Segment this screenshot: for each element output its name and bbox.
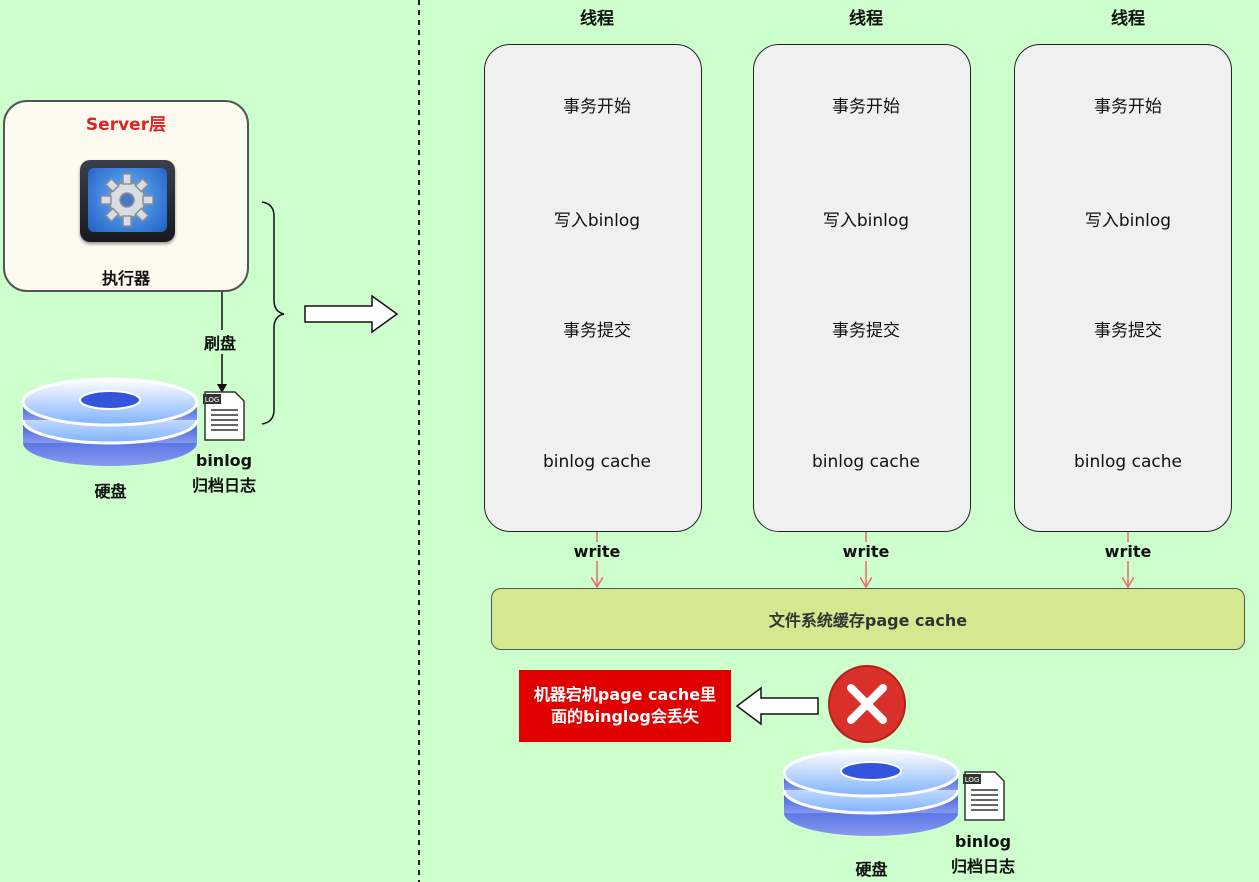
- thread-box: [753, 44, 971, 532]
- hollow-right-arrow: [304, 294, 399, 334]
- write-label: write: [836, 542, 896, 561]
- disk-icon: [782, 748, 960, 836]
- binlog-cache-label: binlog cache: [1074, 452, 1182, 472]
- warning-line-1: 机器宕机page cache里: [533, 685, 717, 704]
- thread-title: 线程: [580, 9, 614, 29]
- server-layer-title: Server层: [85, 115, 167, 135]
- transaction-commit-label: 事务提交: [1094, 321, 1162, 341]
- bottom-binlog-label-1: binlog: [954, 832, 1012, 851]
- executor-label: 执行器: [101, 269, 150, 288]
- grouping-brace: [261, 201, 285, 425]
- bottom-binlog-label-2: 归档日志: [950, 857, 1015, 876]
- left-binlog-label-1: binlog: [195, 451, 253, 470]
- binlog-cache-label: binlog cache: [543, 452, 651, 472]
- server-layer-box: Server层 执行器: [3, 100, 249, 292]
- thread-title: 线程: [1111, 9, 1145, 29]
- write-label: write: [1098, 542, 1158, 561]
- log-file-icon: LOG: [963, 771, 1005, 821]
- thread-box: [484, 44, 702, 532]
- svg-text:LOG: LOG: [965, 776, 980, 784]
- transaction-start-label: 事务开始: [832, 97, 900, 117]
- hollow-left-arrow: [735, 686, 819, 726]
- transaction-commit-label: 事务提交: [832, 321, 900, 341]
- executor-gear-icon: [80, 160, 175, 242]
- thread-title: 线程: [849, 9, 883, 29]
- transaction-commit-label: 事务提交: [563, 321, 631, 341]
- data-loss-warning: 机器宕机page cache里 面的binglog会丢失: [519, 670, 731, 742]
- page-cache-bar: 文件系统缓存page cache: [491, 588, 1245, 650]
- warning-line-2: 面的binglog会丢失: [551, 707, 699, 726]
- write-binlog-label: 写入binlog: [1084, 211, 1172, 231]
- thread-box: [1014, 44, 1232, 532]
- transaction-start-label: 事务开始: [1094, 97, 1162, 117]
- write-binlog-label: 写入binlog: [822, 211, 910, 231]
- disk-icon: [21, 377, 199, 466]
- left-disk-label: 硬盘: [94, 482, 127, 501]
- error-x-icon: [828, 665, 906, 743]
- svg-text:LOG: LOG: [205, 396, 220, 404]
- log-file-icon: LOG: [203, 391, 245, 441]
- left-binlog-label-2: 归档日志: [191, 476, 256, 495]
- write-binlog-label: 写入binlog: [553, 211, 641, 231]
- transaction-start-label: 事务开始: [563, 97, 631, 117]
- flush-label: 刷盘: [204, 330, 237, 354]
- binlog-cache-label: binlog cache: [812, 452, 920, 472]
- bottom-disk-label: 硬盘: [855, 860, 888, 879]
- write-label: write: [567, 542, 627, 561]
